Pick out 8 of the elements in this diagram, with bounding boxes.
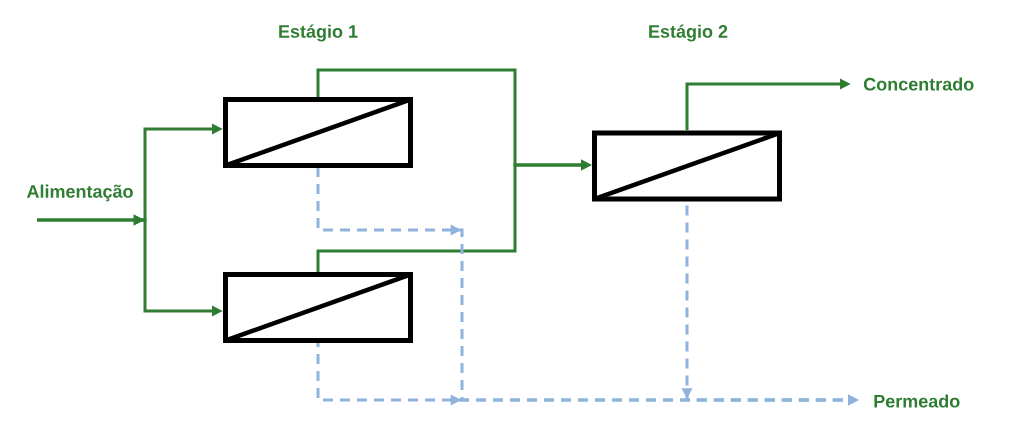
- stage-label: Estágio 1: [279, 24, 358, 42]
- stream-label: Alimentação: [26, 184, 133, 202]
- stream-label: Concentrado: [863, 77, 974, 91]
- membrane-module: [223, 97, 413, 168]
- membrane-module: [223, 272, 413, 343]
- membrane-module: [592, 130, 782, 202]
- stream-label: Permeado: [874, 394, 960, 408]
- stage-label: Estágio 2: [649, 24, 728, 42]
